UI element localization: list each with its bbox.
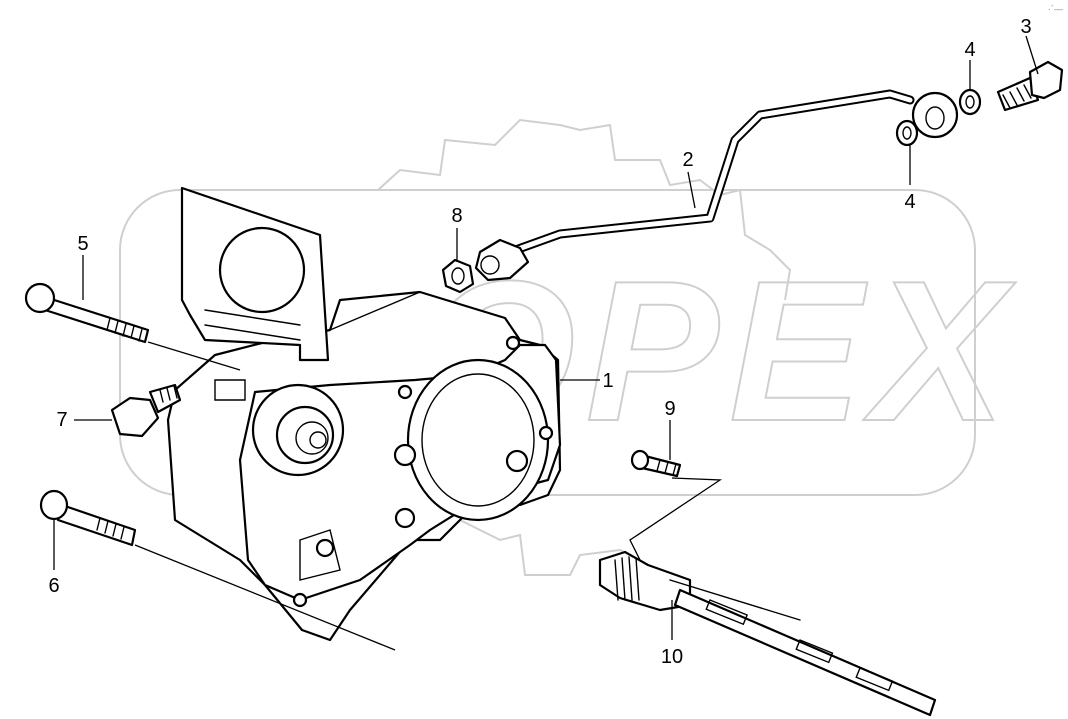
callout-2: 2 [682, 149, 693, 171]
part-2-pipe [474, 89, 959, 282]
part-8-nut [441, 258, 475, 294]
callout-8: 8 [451, 205, 462, 227]
callout-4-bottom: 4 [904, 191, 915, 213]
part-3-banjo-bolt [996, 60, 1064, 112]
callouts: 1 2 3 4 4 5 6 7 8 9 10 [48, 16, 1031, 668]
callout-5: 5 [77, 233, 88, 255]
callout-3: 3 [1020, 16, 1031, 38]
callout-4-top: 4 [964, 39, 975, 61]
part-10-sender [598, 550, 937, 717]
corner-mark: ·´— [1048, 4, 1063, 14]
callout-10: 10 [661, 646, 683, 668]
part-7-sensor [110, 383, 182, 438]
leader-lines [53, 35, 1039, 651]
callout-9: 9 [664, 398, 675, 420]
callout-1: 1 [602, 370, 613, 392]
callout-6: 6 [48, 575, 59, 597]
part-6-bolt [39, 489, 137, 547]
part-9-screw [630, 449, 682, 478]
watermark-gear [340, 118, 792, 301]
part-5-bolt [24, 282, 150, 344]
part-4-washers [895, 88, 982, 147]
callout-7: 7 [56, 409, 67, 431]
part-1-housing [166, 186, 562, 642]
